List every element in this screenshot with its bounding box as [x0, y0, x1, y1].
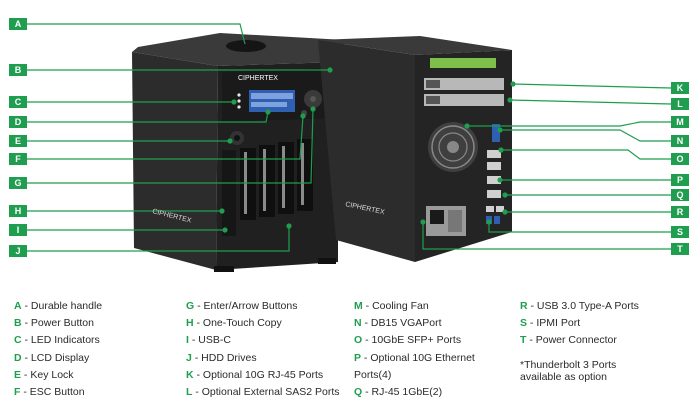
legend-letter: Q — [354, 386, 363, 399]
legend-item-p-continued: Ports(4) — [354, 367, 475, 384]
legend-item-a: A - Durable handle — [14, 298, 102, 315]
legend-label: - LCD Display — [21, 351, 90, 364]
product-diagram: CIPHERTEX CIPHERTEX CIPHERTEX — [27, 23, 672, 272]
legend-label: - Power Button — [21, 317, 94, 330]
legend-letter: R — [520, 300, 528, 312]
legend-label: - One-Touch Copy — [193, 317, 282, 330]
callout-badge-d: D — [9, 116, 27, 128]
legend-letter: F — [14, 386, 21, 399]
legend-column-1: A - Durable handle B - Power Button C - … — [14, 298, 102, 401]
callout-badge-p: P — [671, 174, 689, 186]
legend-letter: I — [186, 334, 189, 347]
legend-label: - Power Connector — [526, 334, 617, 347]
legend-label: - Durable handle — [21, 300, 103, 312]
legend-label: - Enter/Arrow Buttons — [194, 300, 298, 312]
legend-label: - RJ-45 1GbE(2) — [362, 386, 443, 399]
legend-item-b: B - Power Button — [14, 315, 102, 332]
legend-item-s: S - IPMI Port — [520, 315, 639, 332]
legend-letter: T — [520, 334, 527, 347]
callout-badge-s: S — [671, 226, 689, 238]
legend-label: - USB-C — [188, 334, 231, 347]
legend-label: - LED Indicators — [21, 334, 100, 347]
legend-letter: B — [14, 317, 22, 330]
callout-badge-t: T — [671, 243, 689, 255]
legend-letter: L — [186, 386, 193, 399]
note-line-2: available as option — [520, 371, 607, 383]
front-unit-image — [132, 33, 345, 272]
legend-item-r: R - USB 3.0 Type-A Ports — [520, 298, 639, 315]
legend-label: - Optional 10G RJ-45 Ports — [193, 368, 324, 381]
legend-letter: C — [14, 334, 22, 347]
legend-label: - Key Lock — [21, 368, 74, 381]
legend-label: - Cooling Fan — [362, 300, 429, 312]
legend-letter: S — [520, 317, 528, 330]
legend-column-2: G - Enter/Arrow Buttons H - One-Touch Co… — [186, 298, 340, 401]
legend-item-g: G - Enter/Arrow Buttons — [186, 298, 340, 315]
legend-label: - 10GbE SFP+ Ports — [362, 334, 462, 347]
legend-letter: D — [14, 351, 22, 364]
legend-label: - USB 3.0 Type-A Ports — [527, 300, 639, 312]
back-unit-image — [318, 36, 512, 262]
legend-letter: P — [354, 351, 362, 364]
legend-letter: E — [14, 368, 22, 381]
callout-badge-f: F — [9, 153, 27, 165]
legend-column-3: M - Cooling Fan N - DB15 VGAPort O - 10G… — [354, 298, 475, 401]
thunderbolt-note: *Thunderbolt 3 Ports available as option — [520, 359, 690, 383]
callout-badge-r: R — [671, 206, 689, 218]
legend-item-c: C - LED Indicators — [14, 332, 102, 349]
legend-item-n: N - DB15 VGAPort — [354, 315, 475, 332]
callout-badge-h: H — [9, 205, 27, 217]
legend-item-k: K - Optional 10G RJ-45 Ports — [186, 367, 340, 384]
legend-item-t: T - Power Connector — [520, 332, 639, 349]
legend-item-d: D - LCD Display — [14, 350, 102, 367]
legend-label: - Optional External SAS2 Ports — [192, 386, 340, 399]
callout-badge-m: M — [671, 116, 689, 128]
legend-letter: H — [186, 317, 194, 330]
legend-label: - Optional 10G Ethernet — [361, 351, 475, 364]
left-callout-lines — [27, 23, 333, 252]
callout-badge-q: Q — [671, 189, 689, 201]
legend-item-j: J - HDD Drives — [186, 350, 340, 367]
right-callout-lines — [420, 81, 672, 250]
legend-label: Ports(4) — [354, 368, 392, 381]
legend-item-e: E - Key Lock — [14, 367, 102, 384]
callout-badge-i: I — [9, 224, 27, 236]
brand-label-front-top: CIPHERTEX — [238, 75, 278, 82]
callout-badge-n: N — [671, 135, 689, 147]
callout-badge-c: C — [9, 96, 27, 108]
legend-letter: A — [14, 300, 22, 312]
legend-item-h: H - One-Touch Copy — [186, 315, 340, 332]
legend-item-o: O - 10GbE SFP+ Ports — [354, 332, 475, 349]
legend-label: - IPMI Port — [527, 317, 581, 330]
legend-item-f: F - ESC Button — [14, 384, 102, 401]
legend-item-m: M - Cooling Fan — [354, 298, 475, 315]
legend-item-i: I - USB-C — [186, 332, 340, 349]
callout-badge-j: J — [9, 245, 27, 257]
legend-label: - DB15 VGAPort — [361, 317, 442, 330]
callout-badge-b: B — [9, 64, 27, 76]
legend-column-4: R - USB 3.0 Type-A Ports S - IPMI Port T… — [520, 298, 639, 350]
note-line-1: *Thunderbolt 3 Ports — [520, 359, 617, 371]
legend-item-p: P - Optional 10G Ethernet — [354, 350, 475, 367]
legend-letter: M — [354, 300, 363, 312]
legend-letter: J — [186, 351, 192, 364]
legend-item-l: L - Optional External SAS2 Ports — [186, 384, 340, 401]
legend-letter: N — [354, 317, 362, 330]
legend-letter: K — [186, 368, 194, 381]
legend-letter: O — [354, 334, 363, 347]
legend-letter: G — [186, 300, 195, 312]
legend-item-q: Q - RJ-45 1GbE(2) — [354, 384, 475, 401]
callout-badge-k: K — [671, 82, 689, 94]
callout-badge-g: G — [9, 177, 27, 189]
callout-badge-l: L — [671, 98, 689, 110]
callout-badge-o: O — [671, 153, 689, 165]
legend-label: - HDD Drives — [191, 351, 257, 364]
callout-badge-a: A — [9, 18, 27, 30]
callout-badge-e: E — [9, 135, 27, 147]
legend-label: - ESC Button — [20, 386, 85, 399]
